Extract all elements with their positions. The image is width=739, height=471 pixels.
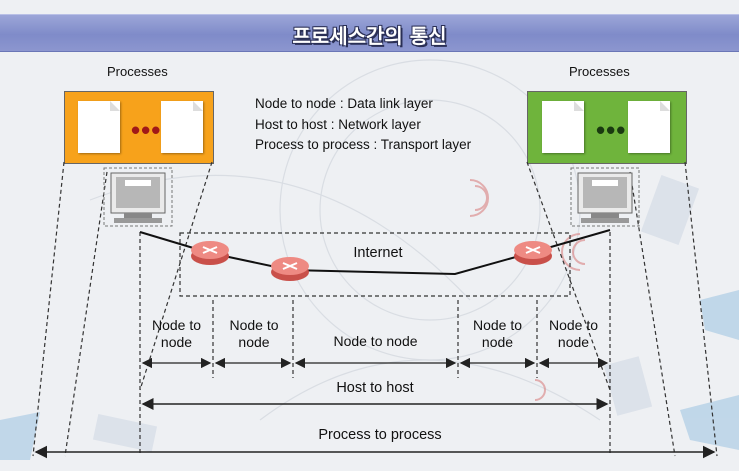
- left-processes-label: Processes: [107, 64, 168, 79]
- host-to-host-label: Host to host: [336, 380, 414, 396]
- right-process-box: •••: [527, 91, 687, 164]
- process-to-process-label: Process to process: [318, 427, 442, 443]
- process-document-icon: [542, 101, 584, 153]
- segment-label: Node to node: [140, 317, 213, 351]
- segment-label: Node to node: [458, 317, 537, 351]
- legend-item: Host to host : Network layer: [255, 116, 421, 132]
- segment-label-line: Node to: [472, 317, 523, 333]
- internet-label: Internet: [353, 245, 403, 261]
- title-bar: [0, 14, 739, 52]
- router-icon: [271, 257, 309, 281]
- right-host-computer-icon: [570, 167, 640, 227]
- segment-label: Node to node: [215, 317, 293, 351]
- left-host-computer-icon: [103, 167, 173, 227]
- process-document-icon: [161, 101, 203, 153]
- layer-legend: Node to node : Data link layer Host to h…: [255, 94, 471, 156]
- projection-lines: [32, 161, 718, 457]
- page-title: 프로세스간의 통신: [292, 24, 447, 48]
- segment-label-line: Node to: [151, 317, 202, 333]
- segment-label-line: Node to node: [333, 333, 418, 349]
- internet-boundary: [179, 232, 571, 297]
- process-document-icon: [78, 101, 120, 153]
- segment-label-line: node: [238, 334, 270, 350]
- segment-label-line: node: [160, 334, 193, 350]
- segment-label-line: node: [557, 334, 590, 350]
- process-document-icon: [628, 101, 670, 153]
- segment-label: Node to node: [537, 317, 610, 351]
- right-processes-label: Processes: [569, 64, 630, 79]
- router-icon: [514, 241, 552, 265]
- segment-label-line: node: [481, 334, 514, 350]
- segment-label-line: Node to: [548, 317, 599, 333]
- router-icon: [191, 241, 229, 265]
- legend-item: Process to process : Transport layer: [255, 137, 472, 152]
- left-process-box: •••: [64, 91, 214, 164]
- segment-label: Node to node: [293, 333, 458, 350]
- legend-item: Node to node : Data link layer: [255, 96, 433, 111]
- segment-label-line: Node to: [229, 317, 279, 333]
